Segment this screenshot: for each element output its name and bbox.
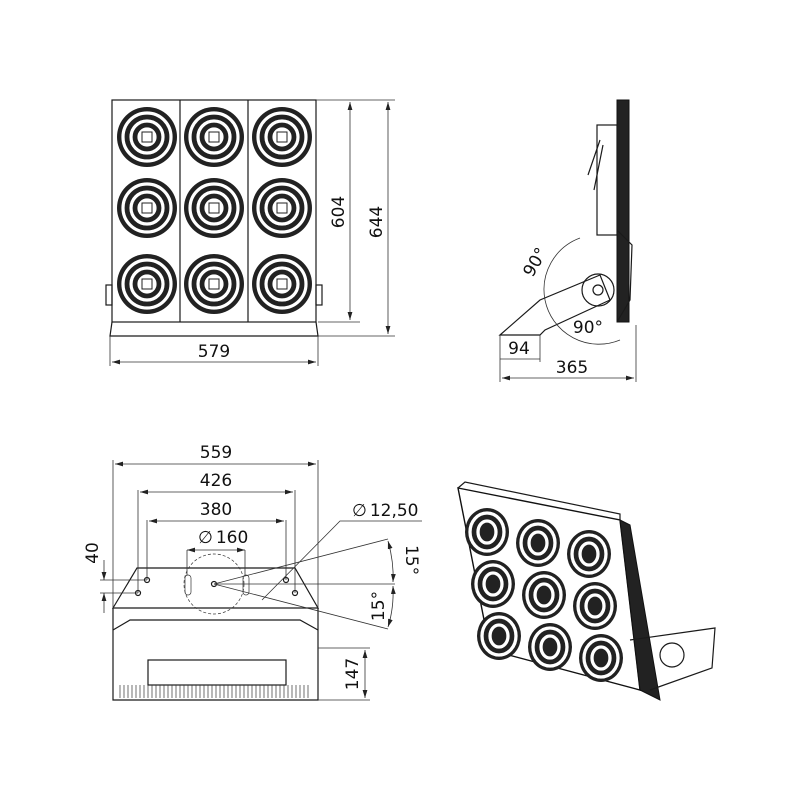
lamp — [117, 254, 177, 314]
side-heatsink — [616, 99, 630, 323]
dim-426: 426 — [200, 471, 232, 491]
dim-160: ∅160 — [198, 528, 248, 548]
dim-40: 40 — [83, 542, 103, 564]
lamp — [184, 178, 244, 238]
bottom-view: 559 426 380 ∅160 ∅12,50 40 15° 15° 147 — [83, 443, 422, 701]
front-view: 604 644 579 — [105, 99, 395, 366]
side-angle-down: 90° — [573, 318, 603, 338]
dim-559: 559 — [200, 443, 232, 463]
iso-lamp — [579, 634, 623, 682]
angle-down-15: 15° — [369, 591, 389, 621]
iso-lamp — [516, 519, 560, 567]
front-housing — [111, 99, 317, 323]
dim-579: 579 — [198, 342, 230, 362]
iso-lamp — [465, 508, 509, 556]
dim-147: 147 — [343, 658, 363, 690]
lamp — [117, 107, 177, 167]
lamp — [252, 107, 312, 167]
side-view: 90° 90° 94 365 — [498, 99, 637, 382]
dim-604: 604 — [329, 196, 349, 228]
lamp — [252, 178, 312, 238]
lamp-grid — [117, 107, 312, 314]
iso-lamp-grid — [465, 508, 623, 682]
lamp — [252, 254, 312, 314]
lamp — [184, 107, 244, 167]
heatsink-fins — [119, 685, 309, 698]
iso-lamp — [528, 623, 572, 671]
dim-644: 644 — [367, 206, 387, 238]
dim-94: 94 — [508, 339, 530, 359]
dim-380: 380 — [200, 500, 232, 520]
dim-hole-diameter: ∅12,50 — [352, 501, 418, 521]
angle-up-15: 15° — [401, 545, 421, 575]
iso-lamp — [573, 582, 617, 630]
iso-lamp — [522, 571, 566, 619]
iso-lamp — [471, 560, 515, 608]
lamp — [117, 178, 177, 238]
iso-lamp — [567, 530, 611, 578]
lamp — [184, 254, 244, 314]
dim-365: 365 — [556, 358, 588, 378]
isometric-view — [457, 481, 716, 701]
side-angle-up: 90° — [519, 244, 551, 280]
iso-lamp — [477, 612, 521, 660]
